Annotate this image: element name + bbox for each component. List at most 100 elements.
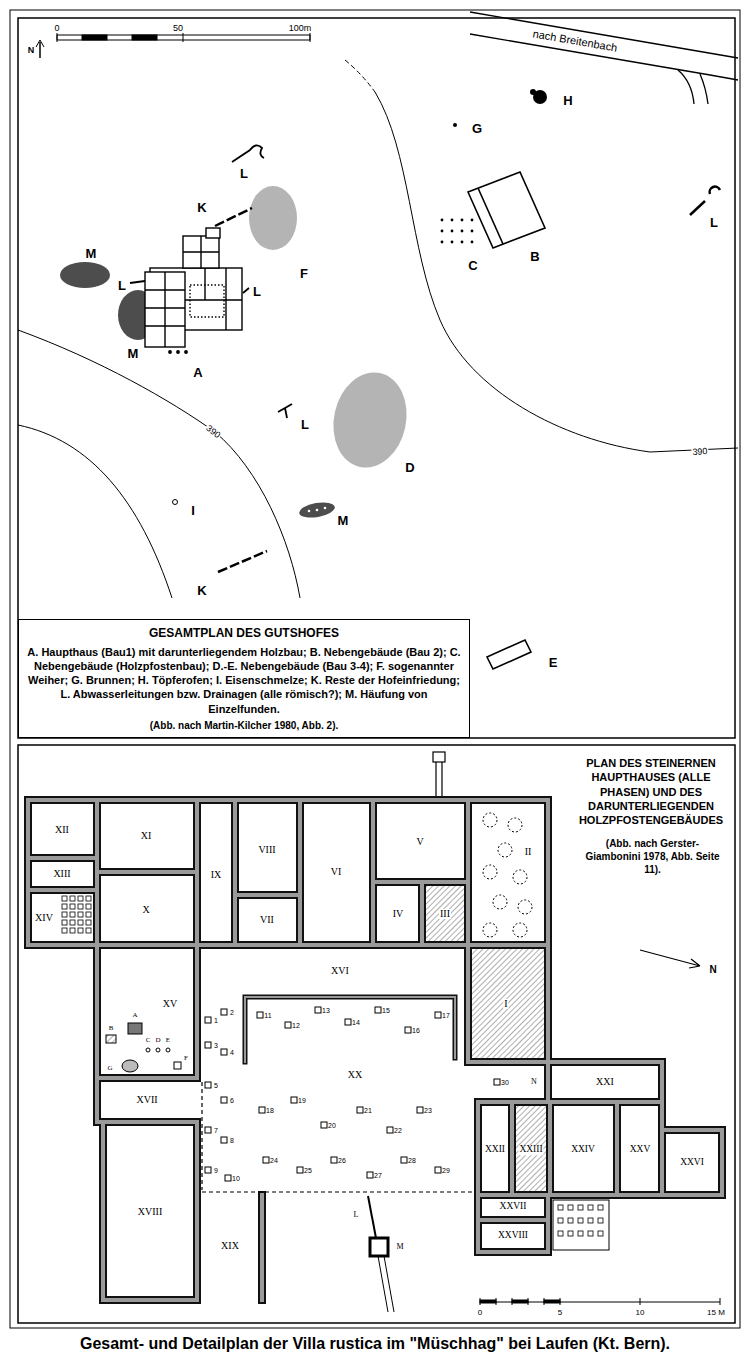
floor-tile [70,928,75,933]
posthole-number: 12 [292,1022,300,1029]
room-number: XIV [34,913,54,923]
floor-tile [78,920,83,925]
floor-tile [62,904,67,909]
posthole [461,241,464,244]
floor-tile [70,912,75,917]
road-label: nach Breitenbach [532,28,618,53]
main-house-plan [185,351,187,353]
posthole-number: 7 [214,1127,218,1134]
outbuilding [487,640,531,669]
main-house-plan [183,236,219,268]
hatched-area [426,886,546,1191]
legend-text: A. Haupthaus (Bau1) mit darunterliegende… [27,645,461,716]
find-letter: L [353,1211,360,1219]
room-number: II [524,847,533,857]
find-letter: D [154,1037,161,1044]
posthole-square [375,1007,381,1013]
room-number: XVII [135,1095,158,1105]
posthole [471,241,474,244]
site-letter: L [239,167,249,180]
room-number: XXII [484,1145,506,1155]
timber-posthole [498,843,512,857]
posthole [451,230,454,233]
posthole-number: 24 [270,1157,278,1164]
floor-tile [70,920,75,925]
find-letter: F [183,1055,189,1062]
floor-tile [558,1205,563,1210]
contour-line [18,330,300,598]
posthole-number: 22 [394,1127,402,1134]
floor-tile [568,1205,573,1210]
posthole-number: 28 [408,1157,416,1164]
floor-tile [588,1218,593,1223]
posthole-square [225,1175,231,1181]
scale-bar [82,35,107,40]
site-letter: G [471,122,483,135]
posthole [471,230,474,233]
room-number: IX [210,870,223,880]
scale-bar [57,33,58,42]
posthole-number: 26 [338,1157,346,1164]
site-letter: L [709,216,719,229]
panel-frame [10,10,740,1328]
source-note: (Abb. nach Gerster-Giambonini 1978, Abb.… [580,837,725,876]
floor-tile [78,896,83,901]
north-label: N [709,965,716,975]
drain-line [243,288,249,293]
posthole [461,219,464,222]
stone-wall [245,997,455,1062]
posthole-square [205,1082,211,1088]
road [470,12,738,58]
floor-tile [598,1231,603,1236]
stone-wall [28,800,722,1300]
room-number: I [503,999,508,1009]
posthole-square [263,1157,269,1163]
timber-posthole [493,895,507,909]
kiln-symbol [530,89,536,95]
posthole-number: 20 [328,1122,336,1129]
posthole-number: 13 [322,1007,330,1014]
site-letter: K [196,584,207,597]
north-arrow [36,40,44,47]
find-letter: E [165,1037,171,1044]
posthole-square [435,1167,441,1173]
site-letter: K [196,201,207,214]
outbuilding [468,172,545,248]
main-house-plan [177,351,179,353]
timber-posthole [508,818,522,832]
site-letter: L [300,418,310,431]
scale-label: 0 [54,24,59,33]
tower [436,762,442,796]
posthole [441,241,444,244]
main-house-plan [169,351,171,353]
site-letter: F [299,267,309,280]
source-note: (Abb. nach Martin-Kilcher 1980, Abb. 2). [27,719,461,732]
road [470,12,738,104]
floor-tile [78,928,83,933]
scale-label: 50 [173,24,183,33]
scale-bar [57,33,310,42]
floor-tile [62,896,609,1250]
posthole-square [405,1027,411,1033]
site-letter: C [467,259,478,272]
main-house-plan [190,285,224,317]
find-letter: G [106,1065,113,1072]
room-number: X [141,905,150,915]
smelter-symbol [173,500,178,505]
posthole-square [221,1049,227,1055]
posthole [461,230,464,233]
north-arrow [640,950,700,968]
posthole-number: 4 [230,1049,234,1056]
find-object [106,1023,181,1072]
floor-tile [588,1231,593,1236]
find-object [146,1048,150,1052]
posthole-square [205,1007,500,1181]
enclosure-wall [218,551,267,572]
posthole-square [367,1172,373,1178]
room-number: XXI [595,1077,615,1087]
floor-tile [578,1231,583,1236]
posthole [441,219,474,244]
room-number: XII [54,825,70,835]
floor-tile [62,912,67,917]
